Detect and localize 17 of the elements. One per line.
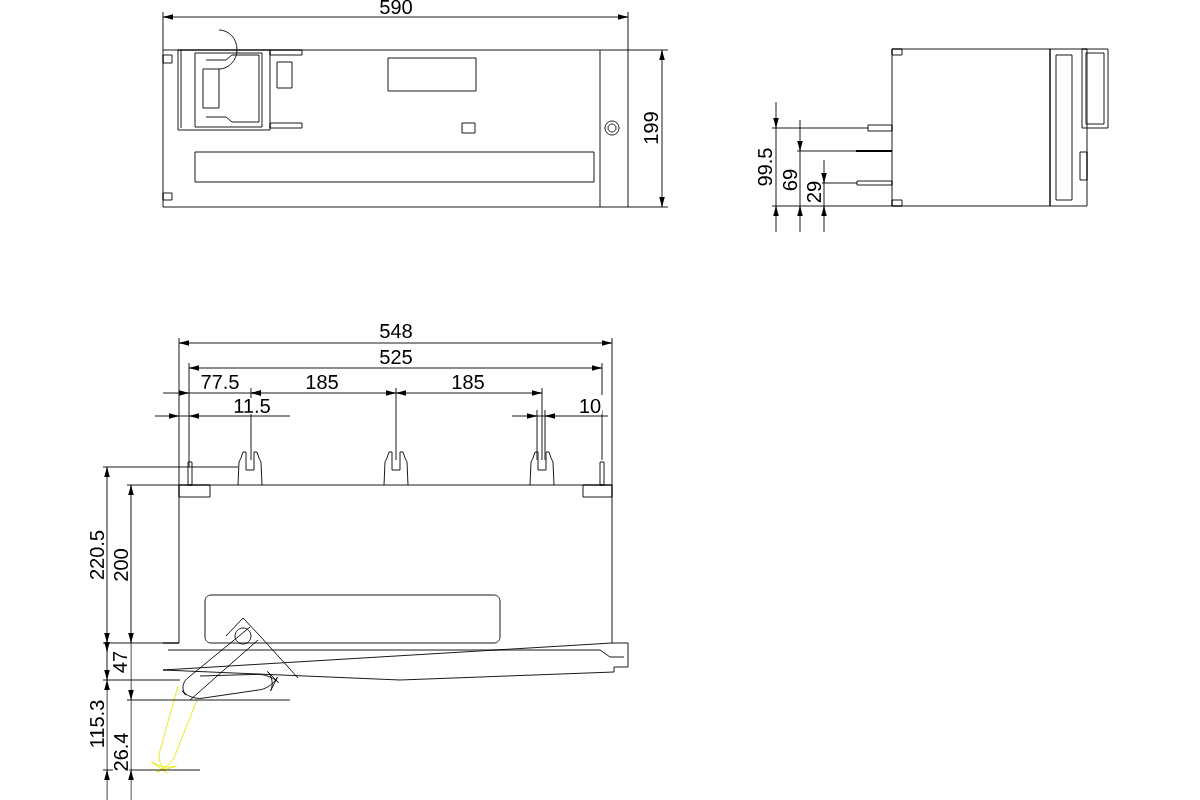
dimension-text: 185 bbox=[450, 373, 486, 391]
dimension-text: 29 bbox=[805, 179, 823, 205]
dimension-text: 77.5 bbox=[199, 374, 241, 390]
dimension-text: 200 bbox=[112, 547, 130, 583]
dimension-text: 199 bbox=[642, 110, 660, 146]
dimension-text: 185 bbox=[304, 373, 340, 391]
dimension-text: 548 bbox=[378, 322, 414, 340]
dimension-text: 10 bbox=[577, 397, 603, 415]
dimension-text: 115.3 bbox=[88, 698, 106, 750]
dimension-text: 47 bbox=[112, 649, 128, 675]
dimension-text: 590 bbox=[378, 0, 414, 16]
dimension-text: 220.5 bbox=[88, 529, 106, 582]
dimension-text: 26.4 bbox=[112, 731, 130, 773]
dimension-text: 11.5 bbox=[232, 398, 272, 414]
dimension-text: 99.5 bbox=[756, 146, 774, 188]
dimension-text: 525 bbox=[378, 348, 414, 366]
dimension-text: 69 bbox=[781, 167, 799, 193]
